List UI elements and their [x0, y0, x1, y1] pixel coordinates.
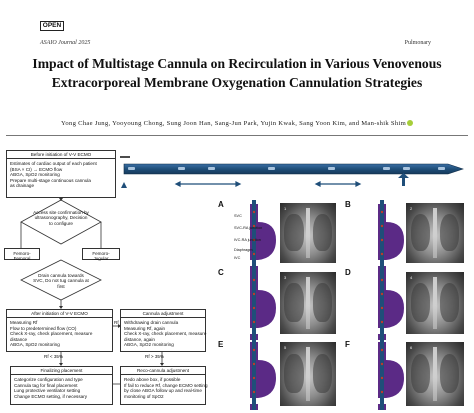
orcid-icon: [407, 120, 414, 126]
multistage-cannula-illustration: [120, 156, 464, 188]
list-item: Lung protective ventilator setting: [14, 388, 81, 394]
list-item: Redo above box, if possible: [124, 377, 181, 383]
xray-tag: 4: [410, 275, 413, 280]
list-item: ABGA, SpO2 monitoring: [10, 172, 60, 178]
panel-label-d: D: [345, 268, 351, 277]
journal-name: ASAIO Journal 2025: [40, 40, 91, 46]
xray-tag: 3: [284, 275, 287, 280]
tag-svc: SVC: [234, 214, 242, 218]
list-item: (BSA × CI) → ECMO flow: [10, 166, 63, 172]
list-item: Cannula tag for final placement: [14, 382, 78, 388]
list-item: ABGA, SpO2 monitoring: [124, 342, 174, 348]
list-item: Estimates of cardiac output of each pati…: [10, 161, 97, 167]
tag-svc-ra: SVC-RA junction: [234, 226, 263, 230]
xray-tag: 1: [284, 206, 287, 211]
rf-low-label: Rf < 35%: [44, 354, 64, 359]
femoro-jugular-box: Femoro-Jugular: [82, 248, 120, 261]
cannula-adjustment-title: Cannula adjustment: [121, 310, 205, 319]
list-item: as drainage: [10, 183, 35, 189]
rf-high-label-2: Rf > 35%: [145, 354, 165, 359]
list-item: Flow to predetermined flow (CO): [10, 325, 77, 331]
panel-label-f: F: [345, 340, 350, 349]
list-item: by close ABGA follow up and real-time: [124, 388, 202, 394]
list-item: If fail to reduce Rf, change ECMO settin…: [124, 382, 208, 388]
cannula-adjustment-box: Cannula adjustment Withdrawing drain can…: [120, 309, 206, 352]
after-ecmo-box: After initiation of V-V ECMO Measuring R…: [6, 309, 113, 352]
finalizing-placement-box: Finalizing placement Categorize configur…: [10, 366, 113, 405]
xray-image-f: 6: [406, 342, 464, 406]
list-item: ABGA, SpO2 monitoring: [10, 342, 60, 348]
xray-tag: 6: [410, 345, 413, 350]
panel-label-b: B: [345, 200, 351, 209]
xray-tag: 2: [410, 206, 413, 211]
xray-image-c: 3: [280, 272, 336, 334]
list-item: Prepare multi-stage continuous cannula: [10, 177, 91, 183]
xray-image-e: 5: [280, 342, 336, 406]
list-item: Check X-ray, check placement, measure: [124, 331, 207, 337]
drain-decision: Drain cannula towards SVC, Do not tug ca…: [33, 273, 89, 289]
list-item: Withdrawing drain cannula: [124, 320, 179, 326]
list-item: Change ECMO setting, if necessary: [14, 393, 88, 399]
paper-title: Impact of Multistage Cannula on Recircul…: [32, 56, 442, 90]
reco-cannula-title: Reco-cannula adjustment: [121, 367, 205, 376]
list-item: Measuring Rf, again: [124, 325, 166, 331]
tag-ivc: IVC: [234, 256, 241, 260]
list-item: distance: [10, 336, 28, 342]
author-list: Yong Chae Jung, Yooyoung Chong, Sung Joo…: [22, 120, 452, 127]
list-item: Measuring Rf: [10, 320, 38, 326]
list-item: distance, again: [124, 336, 155, 342]
access-decision: Access site confirmation by ultrasonogra…: [33, 210, 89, 226]
section-tag: Pulmonary: [404, 40, 431, 46]
header-divider: [6, 135, 468, 136]
xray-image-b: 2: [406, 203, 464, 263]
panel-label-c: C: [218, 268, 224, 277]
tag-diaphragm: Diaphragm: [234, 248, 253, 252]
after-ecmo-title: After initiation of V-V ECMO: [7, 310, 112, 319]
tag-ivc-ra: IVC-RA junction: [234, 238, 261, 242]
list-item: Categorize configuration and type: [14, 377, 83, 383]
xray-tag: 5: [284, 345, 287, 350]
reco-cannula-box: Reco-cannula adjustment Redo above box, …: [120, 366, 208, 405]
xray-image-a: 1: [280, 203, 336, 263]
list-item: monitoring of SpO2: [124, 393, 164, 399]
open-access-badge: OPEN: [40, 21, 64, 31]
flowchart-connectors: [20, 186, 164, 385]
panel-label-a: A: [218, 200, 224, 209]
femoro-jugular-label: Femoro-Jugular: [92, 251, 110, 262]
before-ecmo-title: Before initiation of V-V ECMO: [7, 151, 115, 160]
panel-label-e: E: [218, 340, 224, 349]
finalizing-title: Finalizing placement: [11, 367, 112, 376]
authors-text: Yong Chae Jung, Yooyoung Chong, Sung Joo…: [60, 120, 407, 127]
femoro-femoral-label: Femoro-Femoral: [13, 251, 31, 262]
xray-image-d: 4: [406, 272, 464, 334]
before-ecmo-box: Before initiation of V-V ECMO Estimates …: [6, 150, 116, 198]
femoro-femoral-box: Femoro-Femoral: [4, 248, 40, 261]
list-item: Check X-ray, check placement, measure: [10, 331, 93, 337]
